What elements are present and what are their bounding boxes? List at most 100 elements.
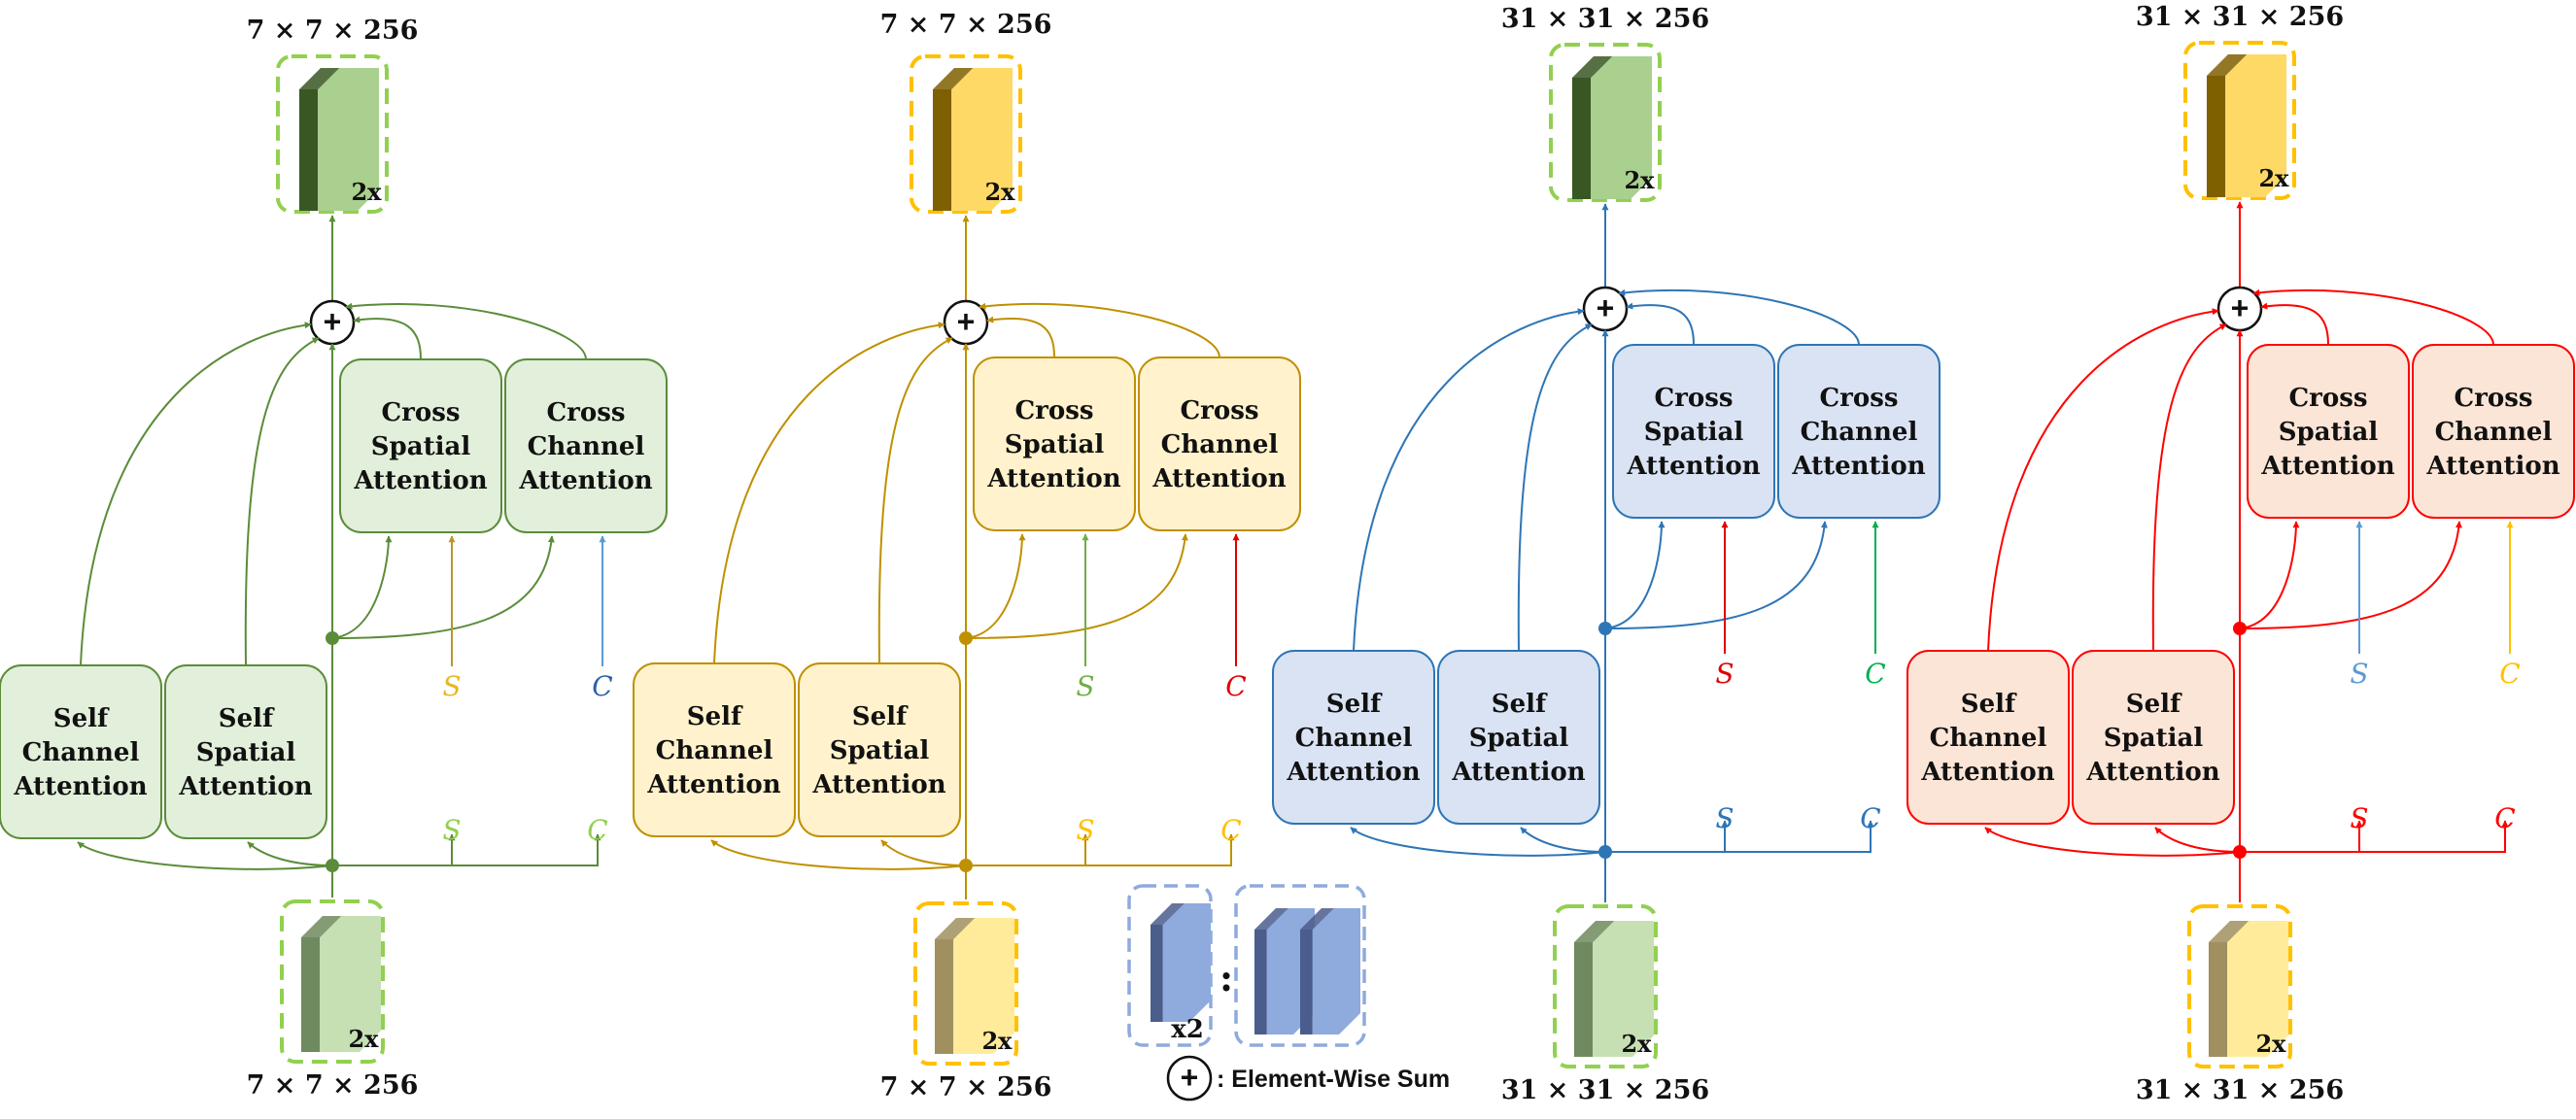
legend-double-frame xyxy=(1234,884,1366,1047)
output-dims-label: 7 × 7 × 256 xyxy=(880,10,1052,40)
cross-channel-to-sum-arrow xyxy=(345,302,587,360)
block-front-face xyxy=(2225,54,2286,197)
upper-c-label: C xyxy=(1225,670,1246,702)
input-dashed-frame xyxy=(913,901,1018,1066)
attention-box-line: Attention xyxy=(1451,758,1585,787)
output-dims-label: 31 × 31 × 256 xyxy=(1501,4,1709,34)
sum-plus-glyph: + xyxy=(957,304,976,339)
attention-box-line: Attention xyxy=(353,466,487,495)
attention-box-line: Cross xyxy=(546,398,625,427)
attention-box-line: Attention xyxy=(2085,758,2219,787)
attention-box-line: Cross xyxy=(1819,384,1898,413)
block-front-face xyxy=(1591,56,1652,199)
attention-box-line: Spatial xyxy=(1469,724,1569,753)
self-channel-to-sum-arrow xyxy=(1353,308,1585,652)
self-spatial-to-sum-arrow xyxy=(2151,323,2227,652)
block-side-face xyxy=(1254,930,1267,1034)
output-feature-block xyxy=(1572,56,1652,199)
input-dashed-frame xyxy=(280,899,385,1064)
bus-to-lower-c-arrow xyxy=(966,833,1235,866)
lower-s-label: S xyxy=(2350,802,2368,834)
block-side-face xyxy=(1574,942,1594,1057)
cross-spatial-to-sum-arrow xyxy=(353,316,422,360)
attention-box-line: Attention xyxy=(2260,452,2394,481)
block-side-face xyxy=(2207,76,2226,197)
cross-spatial-to-sum-arrow xyxy=(986,316,1055,358)
bus-to-lower-c-arrow xyxy=(1605,820,1874,853)
mid-to-cross-channel-arrow xyxy=(2239,521,2462,629)
legend-colon: : xyxy=(1219,956,1233,1000)
attention-box-line: Spatial xyxy=(371,432,471,461)
attention-box-line: Attention xyxy=(2425,452,2559,481)
block-front-face xyxy=(1312,908,1360,1034)
bus-to-lower-c-arrow xyxy=(332,833,601,866)
output-dashed-frame xyxy=(276,54,389,214)
attention-box-line: Self xyxy=(219,704,275,733)
input-to-self-channel-arrow xyxy=(1984,827,2241,857)
input-repeat-label: 2x xyxy=(348,1025,379,1053)
attention-box-line: Spatial xyxy=(830,736,930,765)
cross-spatial-to-sum-arrow xyxy=(1626,302,1695,346)
legend-repeat-label: x2 xyxy=(1171,1015,1204,1044)
attention-box-line: Channel xyxy=(1801,418,1918,447)
self-channel-to-sum-arrow xyxy=(80,322,312,666)
block-side-face xyxy=(301,937,321,1052)
attention-box-line: Attention xyxy=(1286,758,1420,787)
input-to-self-channel-arrow xyxy=(1350,827,1606,857)
attention-box-line: Self xyxy=(1961,690,2017,719)
block-front-face xyxy=(951,68,1013,211)
attention-box-line: Spatial xyxy=(196,738,296,767)
self-channel-to-sum-arrow xyxy=(713,322,945,664)
lower-c-label: C xyxy=(1220,814,1241,846)
attention-box-line: Spatial xyxy=(1644,418,1744,447)
block-front-face xyxy=(1593,921,1654,1057)
cross-channel-to-sum-arrow xyxy=(1618,288,1860,346)
input-dims-label: 31 × 31 × 256 xyxy=(1501,1075,1709,1105)
attention-box-line: Cross xyxy=(1654,384,1733,413)
output-dashed-frame xyxy=(1549,43,1662,202)
attention-box-line: Cross xyxy=(1014,396,1093,425)
input-to-self-channel-arrow xyxy=(710,839,967,870)
block-side-face xyxy=(1572,78,1592,199)
attention-box-line: Attention xyxy=(178,772,312,801)
input-repeat-label: 2x xyxy=(981,1027,1013,1055)
attention-box-line: Cross xyxy=(1180,396,1258,425)
input-repeat-label: 2x xyxy=(2255,1030,2286,1058)
attention-box-line: Self xyxy=(2126,690,2182,719)
upper-s-label: S xyxy=(442,670,461,702)
attention-box-line: Spatial xyxy=(2104,724,2204,753)
attention-box-line: Attention xyxy=(646,770,780,799)
attention-box-line: Attention xyxy=(1791,452,1925,481)
input-feature-block xyxy=(301,916,381,1052)
legend-sum-description: : Element-Wise Sum xyxy=(1217,1066,1450,1093)
output-repeat-label: 2x xyxy=(1624,166,1655,194)
input-repeat-label: 2x xyxy=(1621,1030,1652,1058)
legend-sum-circle xyxy=(1166,1055,1213,1102)
mid-to-cross-channel-arrow xyxy=(1604,521,1828,629)
attention-box-line: Self xyxy=(1326,690,1383,719)
output-feature-block xyxy=(299,68,379,211)
lower-s-label: S xyxy=(442,814,461,846)
upper-c-label: C xyxy=(1865,658,1885,690)
upper-s-label: S xyxy=(1076,670,1094,702)
cross-channel-to-sum-arrow xyxy=(979,302,1220,358)
input-feature-block xyxy=(2209,921,2288,1057)
upper-c-label: C xyxy=(592,670,612,702)
bus-to-lower-c-arrow xyxy=(2240,820,2509,853)
self-spatial-to-sum-arrow xyxy=(877,337,953,664)
legend: x2:+: Element-Wise Sum xyxy=(1127,884,1450,1102)
input-feature-block xyxy=(1574,921,1654,1057)
attention-box-line: Spatial xyxy=(2279,418,2379,447)
lower-s-label: S xyxy=(1715,802,1734,834)
attention-box-line: Attention xyxy=(1151,464,1286,493)
mid-to-cross-channel-arrow xyxy=(965,533,1188,639)
